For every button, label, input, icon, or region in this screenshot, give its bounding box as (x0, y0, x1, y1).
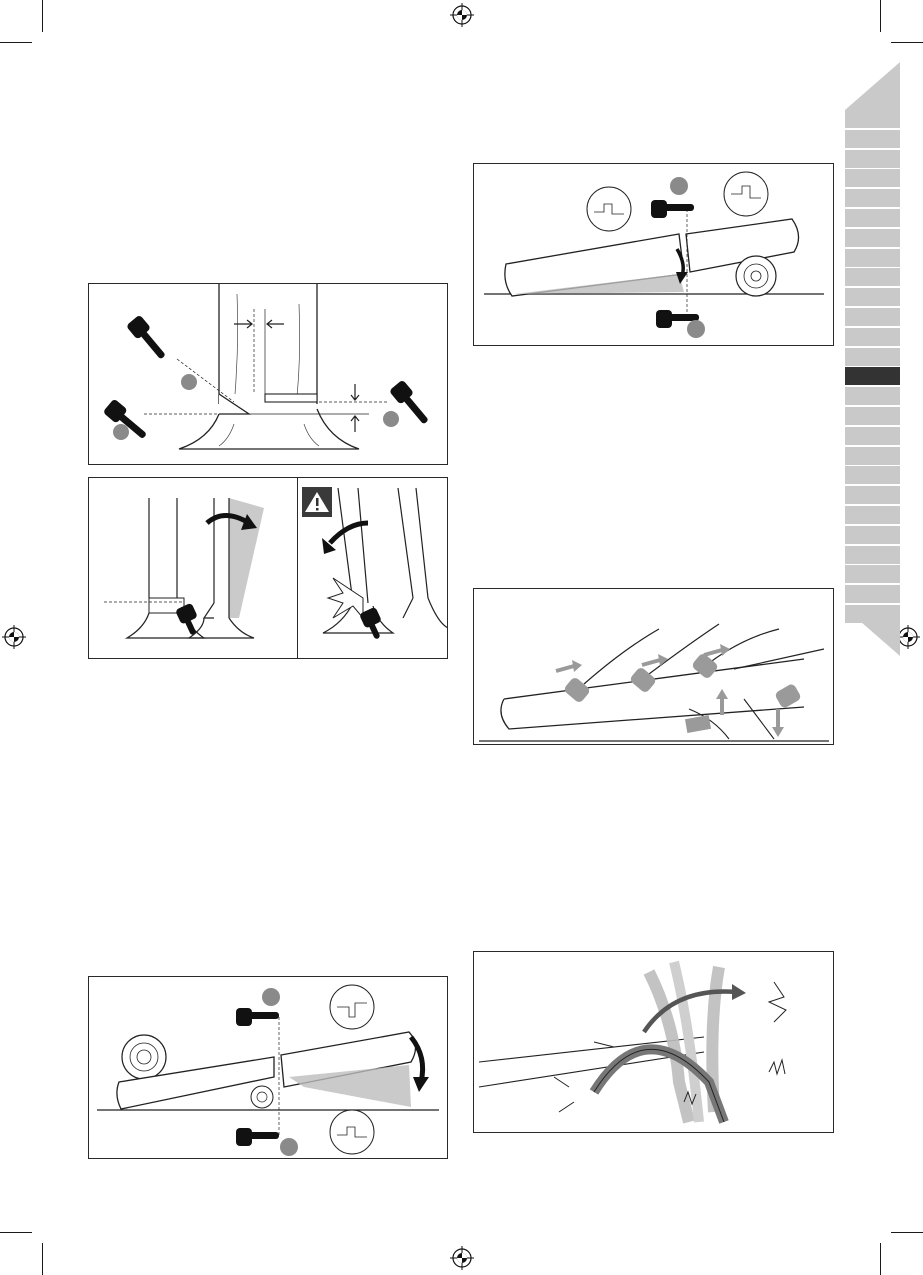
chainsaw-icon (236, 1008, 279, 1026)
side-tab (845, 447, 900, 465)
zoom-callout-icon (330, 1110, 374, 1154)
felling-sequence-diagram (88, 477, 298, 659)
side-tab (845, 546, 900, 564)
chainsaw-icon (236, 1128, 279, 1146)
registration-mark-icon (2, 625, 26, 649)
move-arrow-icon (556, 666, 574, 671)
side-tab (845, 229, 900, 247)
side-tab (845, 585, 900, 603)
side-tab (845, 150, 900, 168)
side-tab-top-triangle (845, 62, 900, 110)
side-tab (845, 288, 900, 306)
side-tab (845, 427, 900, 445)
side-tab (845, 268, 900, 286)
side-tab (845, 526, 900, 544)
crop-mark (42, 0, 43, 32)
side-tab (845, 486, 900, 504)
side-tab (845, 387, 900, 405)
crop-mark (0, 42, 32, 43)
side-tab (845, 348, 900, 366)
zoom-callout-icon (724, 172, 768, 216)
side-tab (845, 209, 900, 227)
move-arrow-icon (642, 660, 660, 665)
warning-icon (302, 487, 332, 517)
side-tab (845, 328, 900, 346)
side-tab (845, 565, 900, 583)
side-tab-bottom-triangle (845, 608, 900, 656)
zoom-callout-icon (587, 187, 631, 231)
side-tab (845, 249, 900, 267)
chainsaw-icon (126, 314, 171, 362)
side-tab (845, 169, 900, 187)
side-tab (845, 130, 900, 148)
crop-mark (0, 1232, 32, 1233)
crop-mark (891, 1232, 923, 1233)
spring-pole-diagram (473, 951, 834, 1133)
side-tab (845, 506, 900, 524)
side-tab (845, 466, 900, 484)
log-support-center-diagram (473, 163, 834, 346)
chainsaw-icon (651, 200, 694, 218)
crop-mark (891, 42, 923, 43)
zoom-callout-icon (330, 985, 374, 1029)
move-arrow-icon (704, 650, 722, 655)
side-tab (845, 407, 900, 425)
crop-mark (42, 1243, 43, 1275)
warning-badge (302, 487, 332, 517)
side-tab (845, 110, 900, 128)
registration-mark-icon (450, 3, 474, 27)
crop-mark (880, 0, 881, 32)
crop-mark (880, 1243, 881, 1275)
limbing-diagram (473, 588, 834, 745)
side-tab (845, 367, 900, 385)
side-tab (845, 189, 900, 207)
registration-mark-icon (450, 1246, 474, 1270)
side-tab (845, 308, 900, 326)
log-support-near-end-diagram (88, 976, 448, 1159)
felling-cut-diagram (88, 283, 448, 465)
